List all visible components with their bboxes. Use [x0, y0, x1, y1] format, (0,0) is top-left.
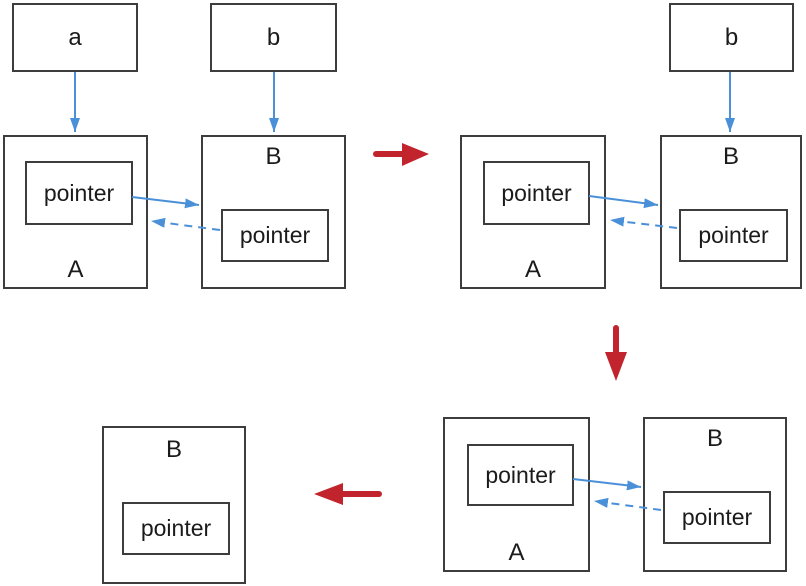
state2-handle-b-label: b: [724, 23, 739, 51]
state1-object-a-pointer-box: pointer: [25, 161, 133, 225]
state2-object-b-pointer-label: pointer: [698, 222, 769, 248]
state3-object-a-box: A pointer: [443, 417, 590, 572]
transition-arrow-right-head: [402, 143, 429, 166]
state1-handle-b-label: b: [266, 23, 281, 51]
state1-handle-a-box: a: [12, 3, 138, 72]
state2-object-a-label: A: [524, 256, 541, 283]
state1-object-b-pointer-label: pointer: [239, 222, 311, 248]
state4-object-b-pointer-label: pointer: [140, 515, 212, 541]
state4-object-b-pointer-box: pointer: [122, 502, 230, 555]
state3-object-a-label: A: [508, 539, 525, 566]
transition-arrow-right: [373, 143, 429, 166]
state3-object-b-pointer-label: pointer: [681, 504, 753, 530]
state1-object-b-pointer-box: pointer: [221, 209, 329, 262]
state2-object-a-pointer-box: pointer: [483, 161, 590, 225]
transition-arrow-down-head: [605, 352, 627, 381]
transition-arrow-down: [605, 325, 627, 381]
state2-handle-b-box: b: [669, 3, 794, 72]
state1-object-a-box: A pointer: [3, 135, 148, 289]
state4-object-b-label: B: [165, 436, 182, 463]
state1-object-b-box: B pointer: [201, 135, 346, 289]
state2-object-b-label: B: [722, 143, 739, 170]
state3-object-a-pointer-label: pointer: [485, 461, 556, 488]
state2-object-b-pointer-box: pointer: [679, 209, 788, 262]
state1-object-a-label: A: [67, 256, 84, 283]
state3-object-a-pointer-box: pointer: [467, 444, 574, 506]
transition-arrow-left: [314, 483, 382, 505]
state3-object-b-pointer-box: pointer: [663, 491, 771, 544]
state3-object-b-label: B: [706, 425, 723, 452]
state1-object-a-pointer-label: pointer: [43, 179, 115, 206]
state2-object-a-pointer-label: pointer: [501, 179, 572, 206]
state1-handle-a-label: a: [68, 23, 82, 51]
state4-object-b-box: B pointer: [102, 426, 246, 584]
state1-object-b-label: B: [265, 143, 282, 170]
state3-object-b-box: B pointer: [643, 417, 787, 572]
transition-arrow-left-head: [314, 483, 343, 505]
state1-handle-b-box: b: [210, 3, 337, 72]
state2-object-a-box: A pointer: [460, 135, 606, 289]
state2-object-b-box: B pointer: [660, 135, 802, 289]
